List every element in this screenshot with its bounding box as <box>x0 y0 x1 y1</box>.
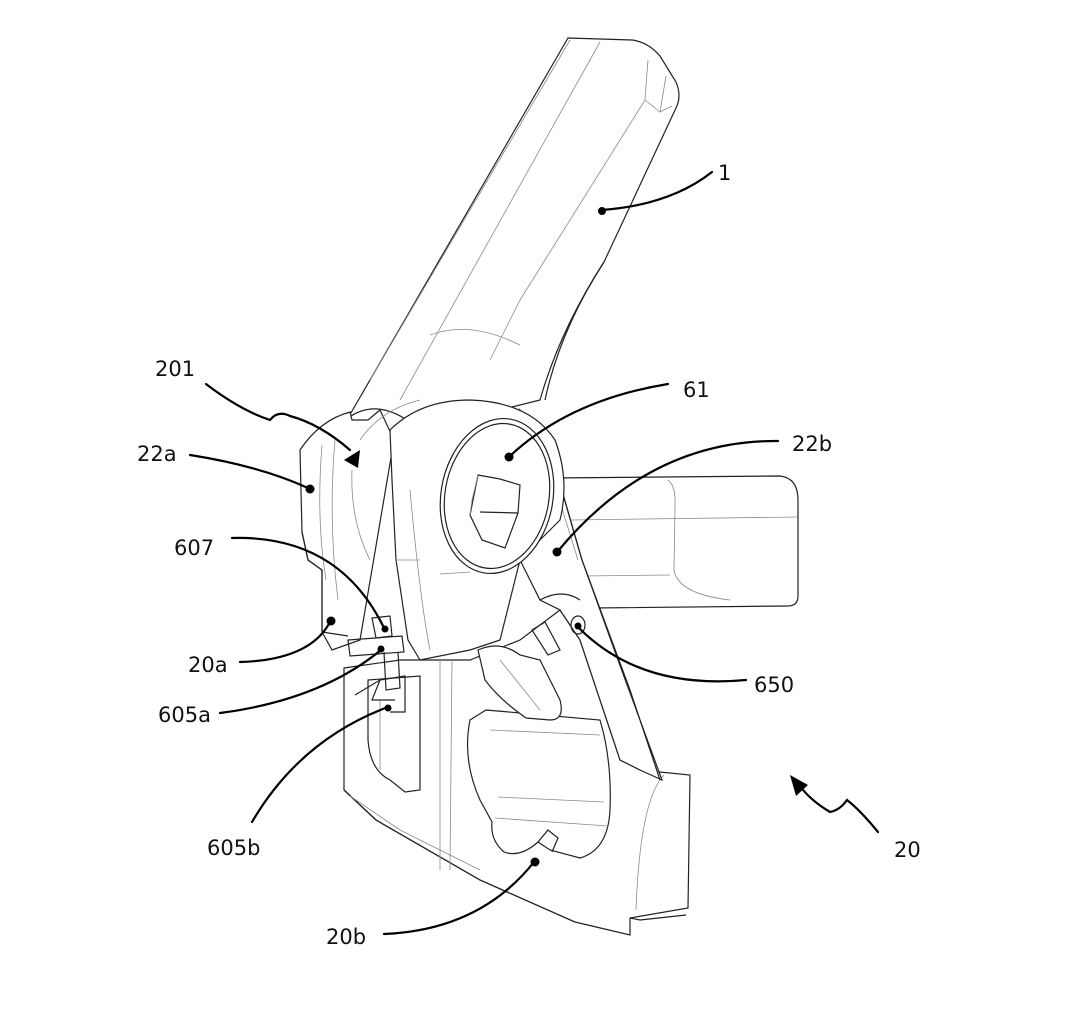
label-22b: 22b <box>792 432 832 456</box>
leader-dot-605a <box>377 645 385 653</box>
leader-dot-61 <box>504 452 514 462</box>
leader-dot-20b <box>530 857 540 867</box>
reference-labels: 1 201 22a 61 22b 607 20a 650 605a 605b 2… <box>137 161 921 949</box>
leader-605b <box>250 705 390 824</box>
bolt-61 <box>439 417 555 575</box>
leader-607 <box>230 536 387 632</box>
leader-lines <box>188 170 880 936</box>
hex-socket <box>469 474 521 549</box>
upper-window <box>477 645 562 721</box>
lever-handle <box>347 37 680 431</box>
rear-housing-block <box>551 475 799 609</box>
label-650: 650 <box>754 673 794 697</box>
left-pocket <box>367 675 421 793</box>
leader-20a <box>238 620 332 664</box>
label-22a: 22a <box>137 442 177 466</box>
label-605a: 605a <box>158 703 211 727</box>
leader-650 <box>576 625 748 683</box>
leader-dot-22a <box>305 484 315 494</box>
leader-dot-650 <box>574 622 582 630</box>
leader-dot-605b <box>384 704 392 712</box>
left-housing <box>299 409 395 651</box>
leader-605a <box>218 648 383 715</box>
arrow-201 <box>344 450 360 468</box>
label-20: 20 <box>894 838 921 862</box>
detent-607 <box>371 615 393 639</box>
leader-22b <box>556 439 780 553</box>
arrow-20 <box>790 775 808 796</box>
label-61: 61 <box>683 378 710 402</box>
leader-61 <box>508 382 670 458</box>
leader-20 <box>798 784 880 834</box>
label-201: 201 <box>155 357 195 381</box>
label-607: 607 <box>174 536 214 560</box>
label-20a: 20a <box>188 653 228 677</box>
leader-201 <box>204 382 352 452</box>
leader-dot-1 <box>598 207 606 215</box>
label-605b: 605b <box>207 836 260 860</box>
leader-dot-20a <box>326 616 336 626</box>
center-pocket <box>466 709 611 859</box>
leader-22a <box>188 453 310 490</box>
leader-dot-22b <box>552 547 562 557</box>
leader-20b <box>382 860 536 936</box>
label-1: 1 <box>718 161 731 185</box>
label-20b: 20b <box>326 925 366 949</box>
pin-hole-650 <box>570 615 586 635</box>
leader-1 <box>600 170 714 212</box>
leader-dot-607 <box>381 625 389 633</box>
